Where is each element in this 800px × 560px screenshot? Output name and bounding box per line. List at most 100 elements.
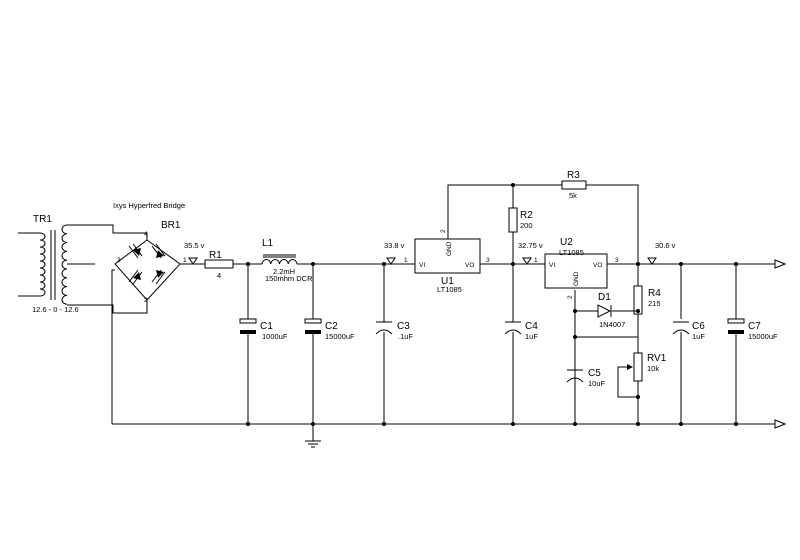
- br1-diamond: [114, 239, 181, 301]
- junction-dot: [246, 422, 250, 426]
- c2-value: 15000uF: [325, 332, 355, 341]
- tr1-value: 12.6 - 0 - 12.6: [32, 305, 79, 314]
- junction-dot: [511, 262, 515, 266]
- br1-ref: BR1: [161, 220, 181, 231]
- br1-pin-3: 3: [117, 257, 121, 264]
- u2-ref: U2: [560, 237, 573, 248]
- junction-dot: [636, 422, 640, 426]
- c4-value: 1uF: [525, 332, 538, 341]
- junction-dot: [734, 262, 738, 266]
- resistor-r3: R3 5k: [561, 170, 587, 200]
- junction-dots: [246, 183, 738, 426]
- capacitor-c3: C3 .1uF: [375, 321, 413, 341]
- capacitor-c7: C7 15000uF: [727, 318, 778, 341]
- junction-dot: [511, 183, 515, 187]
- u1-ref: U1: [441, 276, 454, 287]
- r4-ref: R4: [648, 288, 661, 299]
- br1-pin-1: 1: [183, 257, 187, 264]
- c2-ref: C2: [325, 321, 338, 332]
- bridge-rectifier-br1: Ixys Hyperfred Bridge BR1 4 3 1 2: [113, 201, 187, 304]
- junction-dot: [734, 422, 738, 426]
- u1-value: LT1085: [437, 285, 462, 294]
- u1-pin-out: 3: [486, 257, 490, 264]
- u2-pin-gnd: 2: [567, 295, 574, 299]
- br1-title: Ixys Hyperfred Bridge: [113, 201, 185, 210]
- u1-gnd-label: GND: [446, 241, 453, 256]
- output-terminals: [774, 259, 787, 429]
- c3-value: .1uF: [398, 332, 413, 341]
- r2-value: 200: [520, 221, 533, 230]
- u2-value: LT1085: [559, 248, 584, 257]
- c1-value: 1000uF: [262, 332, 288, 341]
- net-voltage-u1-in: 33.8 v: [384, 241, 405, 250]
- rv1-ref: RV1: [647, 353, 667, 364]
- probe-marker: [188, 257, 198, 265]
- c7-value: 15000uF: [748, 332, 778, 341]
- junction-dot: [246, 262, 250, 266]
- c4-ref: C4: [525, 321, 538, 332]
- tr1-ref: TR1: [33, 214, 52, 225]
- u2-pin-in: 1: [534, 257, 538, 264]
- probe-marker: [386, 257, 396, 265]
- tr1-core: [50, 230, 56, 300]
- voltage-probes: 35.5 v 33.8 v 32.75 v 30.6 v: [184, 241, 676, 265]
- junction-dot: [311, 262, 315, 266]
- resistor-r4: R4 215: [633, 285, 661, 315]
- capacitor-c6: C6 1uF: [672, 321, 705, 341]
- junction-dot: [679, 422, 683, 426]
- r2-ref: R2: [520, 210, 533, 221]
- d1-ref: D1: [598, 292, 611, 303]
- capacitor-c5: C5 10uF: [566, 368, 606, 388]
- junction-dot: [573, 309, 577, 313]
- net-voltage-output: 30.6 v: [655, 241, 676, 250]
- regulator-u1: VI VO GND 1 3 2 U1 LT1085: [404, 229, 490, 294]
- potentiometer-rv1: RV1 10k: [627, 352, 667, 382]
- r3-value: 5k: [569, 191, 577, 200]
- tr1-secondary-coil: [61, 224, 68, 305]
- regulator-u2: VI VO GND 1 3 2 U2 LT1085: [534, 237, 619, 299]
- r3-ref: R3: [567, 170, 580, 181]
- junction-dot: [511, 422, 515, 426]
- net-voltage-rect-out: 35.5 v: [184, 241, 205, 250]
- l1-dcr: 150mhm DCR: [265, 274, 313, 283]
- l1-value: 2.2mH: [273, 267, 295, 276]
- d1-value: 1N4007: [599, 320, 625, 329]
- resistor-r2: R2 200: [508, 207, 533, 233]
- l1-ref: L1: [262, 238, 274, 249]
- br1-pin-4: 4: [144, 231, 148, 238]
- c3-ref: C3: [397, 321, 410, 332]
- capacitor-c4: C4 1uF: [504, 321, 538, 341]
- u2-vi-label: VI: [549, 262, 555, 269]
- output-arrow-ground: [774, 419, 787, 429]
- c1-ref: C1: [260, 321, 273, 332]
- u2-gnd-label: GND: [573, 271, 580, 286]
- u2-vo-label: VO: [593, 262, 602, 269]
- junction-dot: [679, 262, 683, 266]
- ground-symbol: [305, 440, 321, 448]
- br1-pin-2: 2: [144, 297, 148, 304]
- tr1-primary-coil: [39, 232, 46, 297]
- junction-dot: [573, 335, 577, 339]
- r4-value: 215: [648, 299, 661, 308]
- tr1-primary-wires: [18, 232, 40, 297]
- c5-value: 10uF: [588, 379, 606, 388]
- u2-pin-out: 3: [615, 257, 619, 264]
- c7-ref: C7: [748, 321, 761, 332]
- output-arrow-positive: [774, 259, 787, 269]
- u1-pin-in: 1: [404, 257, 408, 264]
- diode-d1: D1 1N4007: [597, 292, 625, 329]
- c6-ref: C6: [692, 321, 705, 332]
- probe-marker: [647, 257, 657, 265]
- c5-ref: C5: [588, 368, 601, 379]
- r1-value: 4: [217, 271, 221, 280]
- junction-dot: [636, 309, 640, 313]
- junction-dot: [311, 422, 315, 426]
- junction-dot: [573, 422, 577, 426]
- resistor-r1: R1 4: [204, 250, 234, 280]
- capacitor-c2: C2 15000uF: [304, 318, 355, 341]
- r1-ref: R1: [209, 250, 222, 261]
- capacitor-c1: C1 1000uF: [239, 318, 288, 341]
- c6-value: 1uF: [692, 332, 705, 341]
- inductor-l1: L1 2.2mH 150mhm DCR: [261, 238, 313, 283]
